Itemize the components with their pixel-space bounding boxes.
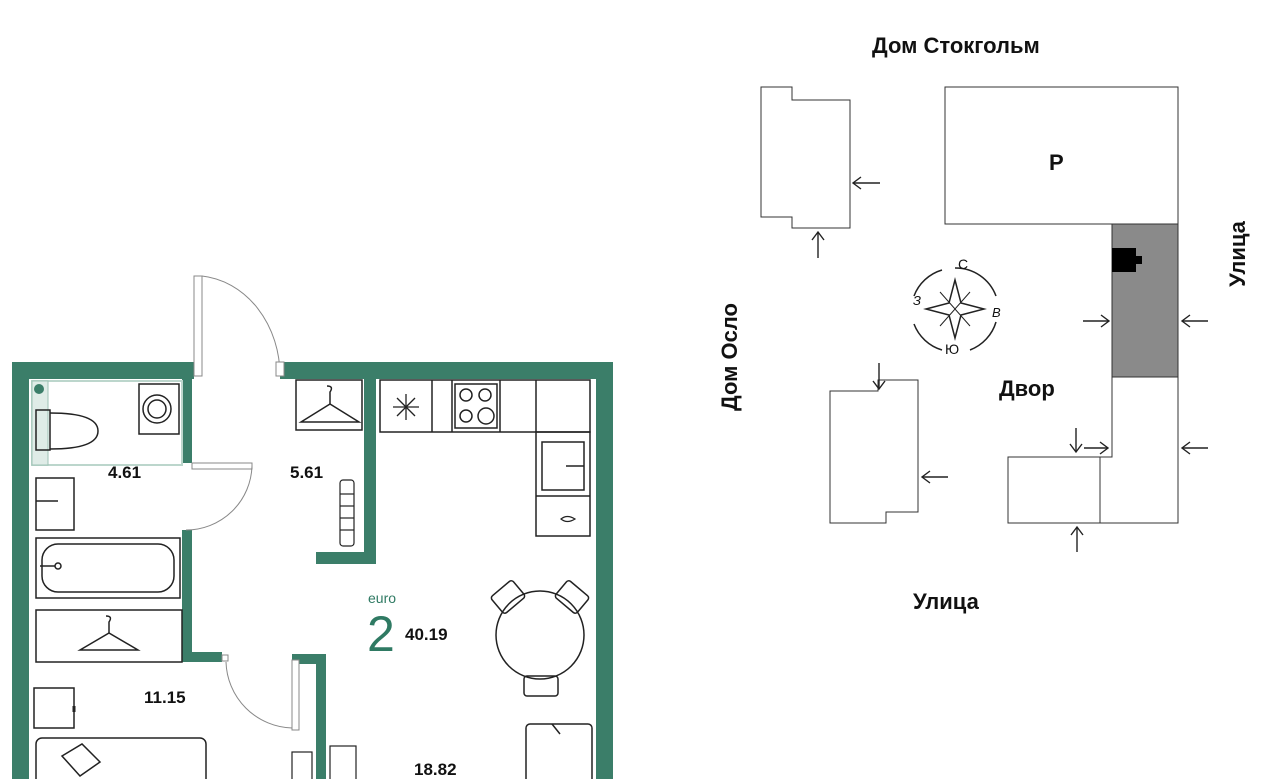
wardrobe-hall-icon: [295, 379, 363, 431]
street-right-label: Улица: [1225, 221, 1250, 287]
stove-icon: [454, 383, 498, 429]
highlighted-section: [1111, 223, 1179, 378]
arrow-right-icon: [1084, 441, 1110, 455]
street-bottom-label: Улица: [913, 589, 979, 614]
bedroom-desk-icon: [291, 745, 357, 779]
living-kitchen-area-label: 18.82: [414, 760, 457, 779]
bathroom-area-label: 4.61: [108, 463, 142, 482]
toilet-icon: [35, 409, 99, 451]
kitchen-counter: [379, 379, 591, 537]
wardrobe-bedroom-icon: [35, 609, 183, 663]
apartment-room-count: 2: [367, 606, 395, 662]
arrow-left-icon: [920, 470, 948, 484]
sink-icon: [35, 477, 75, 531]
building-marker-icon: [1112, 248, 1142, 272]
hall-area-label: 5.61: [290, 463, 324, 482]
compass-north-label: С: [958, 256, 969, 272]
entrance-arrows: [811, 176, 1208, 552]
dishwasher-icon: [560, 515, 577, 523]
parking-label: Р: [1049, 150, 1064, 175]
building-top-label: Дом Стокгольм: [872, 33, 1040, 58]
arrow-left-icon: [1180, 441, 1208, 455]
fridge-snowflake-icon: [393, 394, 419, 420]
compass-icon: [913, 267, 997, 351]
arrow-up-icon: [811, 230, 825, 258]
radiator-icon: [339, 479, 355, 547]
compass-east-label: В: [992, 305, 1001, 320]
apartment-walls: [12, 362, 613, 779]
bathroom-door: [185, 462, 253, 531]
arrow-up-icon: [1070, 525, 1084, 552]
entrance-door: [193, 275, 285, 377]
nightstand-icon: [33, 687, 76, 729]
bedroom-door: [221, 654, 300, 731]
arrow-left-icon: [1180, 314, 1208, 328]
bedroom-area-label: 11.15: [144, 688, 186, 707]
arrow-down-icon: [1069, 428, 1083, 454]
arrow-right-icon: [1083, 314, 1111, 328]
bed-icon: [35, 737, 207, 779]
yard-label: Двор: [999, 376, 1055, 401]
bathtub-icon: [35, 537, 181, 599]
sofa-icon: [525, 723, 593, 779]
apartment-total-area: 40.19: [405, 625, 448, 644]
arrow-left-icon: [851, 176, 880, 190]
arrow-down-icon: [872, 363, 886, 391]
compass-west-label: З: [913, 293, 921, 308]
compass-south-label: Ю: [945, 341, 960, 357]
washing-machine-icon: [138, 383, 180, 435]
dining-table-icon: [490, 580, 590, 697]
apartment-type-prefix: euro: [368, 590, 397, 606]
building-left-label: Дом Осло: [717, 303, 742, 411]
